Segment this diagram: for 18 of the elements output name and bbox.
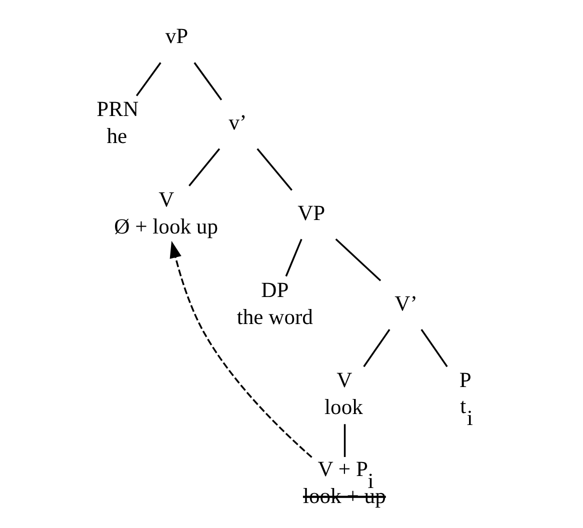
node-text: vP — [165, 24, 188, 48]
connector — [363, 329, 390, 368]
connector — [420, 329, 448, 368]
connector — [188, 148, 220, 186]
connector — [285, 238, 302, 277]
connector — [194, 62, 222, 100]
connector — [344, 424, 346, 457]
arrow — [170, 240, 312, 458]
connector — [335, 238, 382, 282]
connector — [136, 62, 162, 96]
node-text: V’ — [394, 291, 418, 316]
node-text: DP the word — [236, 278, 313, 329]
node-text: PRN he — [96, 97, 139, 148]
node-text: V look — [324, 368, 363, 420]
node-text: v’ — [228, 110, 247, 135]
node-text: VP — [298, 200, 326, 225]
connector — [256, 148, 292, 191]
node-text: V Ø + look up — [114, 187, 218, 238]
